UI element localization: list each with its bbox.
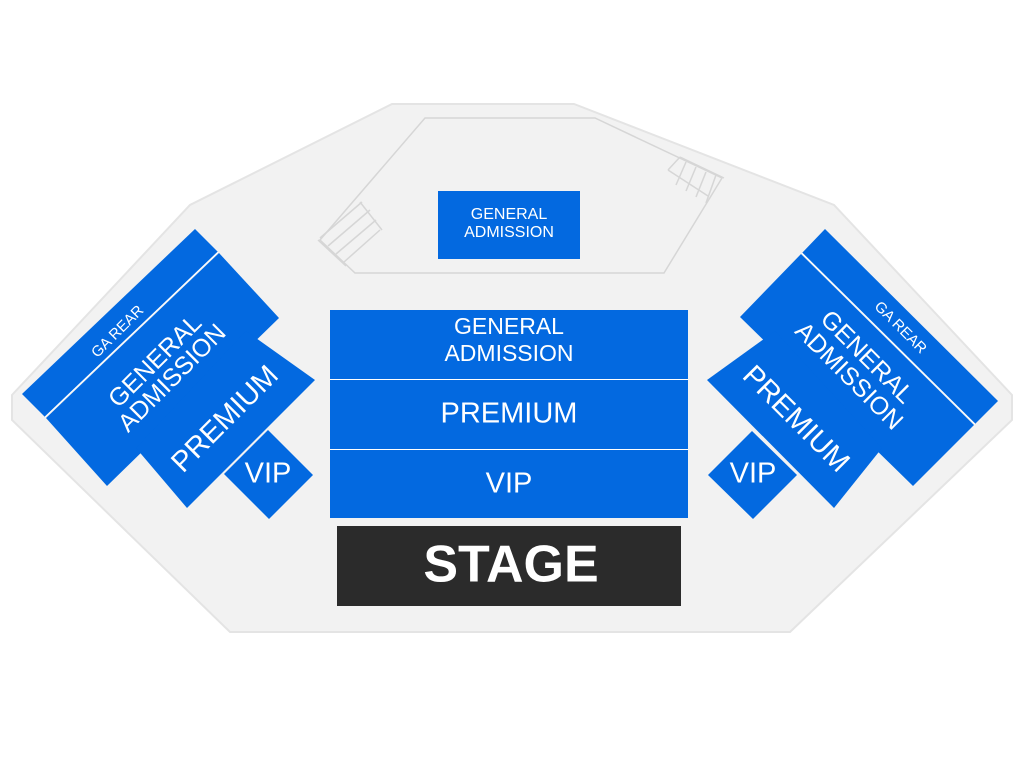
left-stairs-icon (317, 201, 383, 267)
section-center-general-admission[interactable]: GENERAL ADMISSION (330, 310, 688, 379)
section-label: GENERAL (471, 206, 548, 223)
section-label: VIP (486, 468, 533, 500)
stage: STAGE (337, 526, 681, 606)
section-label: VIP (245, 458, 292, 490)
back-platform-outline (317, 117, 725, 274)
section-label: GENERAL (454, 313, 564, 339)
section-divider (801, 252, 976, 425)
section-divider (44, 251, 219, 418)
section-center-vip[interactable]: VIP (330, 450, 688, 518)
stage-label: STAGE (423, 536, 598, 594)
section-center-premium[interactable]: PREMIUM (330, 380, 688, 449)
section-left-vip[interactable]: VIP (224, 430, 313, 519)
right-stairs-icon (667, 156, 725, 204)
section-label: VIP (730, 458, 777, 490)
section-label: PREMIUM (441, 398, 578, 430)
section-label: ADMISSION (444, 340, 573, 366)
section-back-general-admission[interactable]: GENERAL ADMISSION (438, 191, 580, 259)
section-right-vip[interactable]: VIP (708, 431, 797, 519)
section-label: ADMISSION (464, 224, 554, 241)
